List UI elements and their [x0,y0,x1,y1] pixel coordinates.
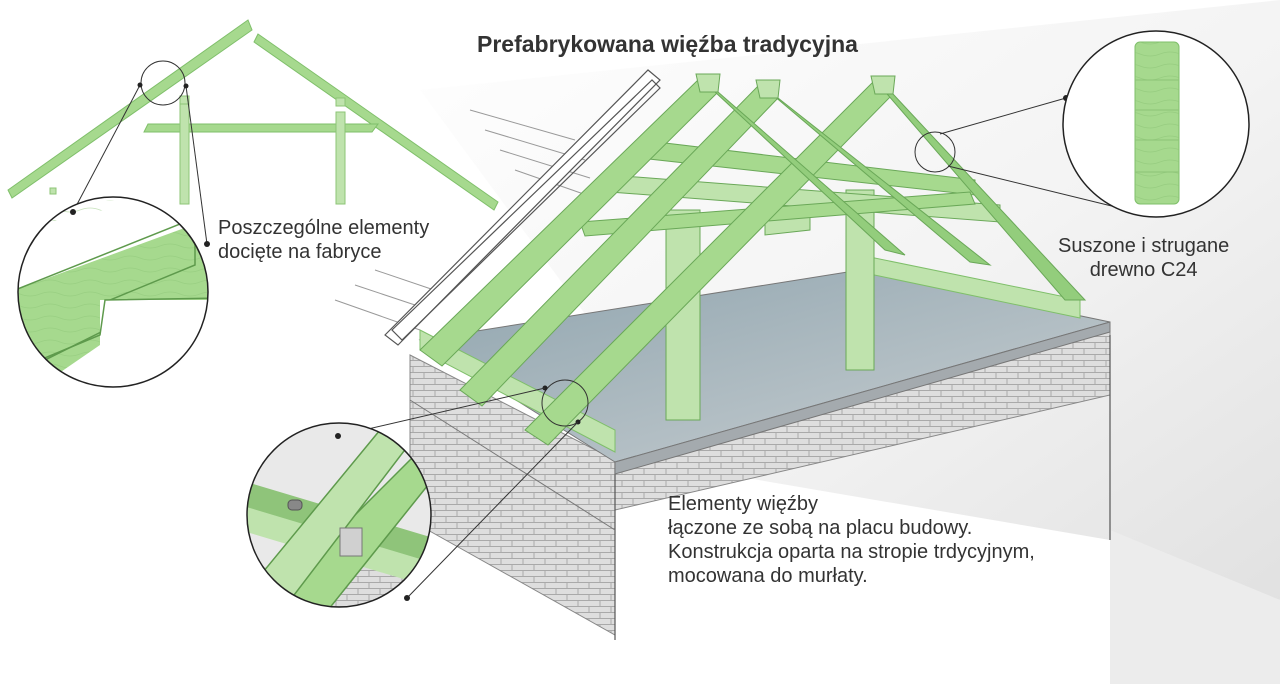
callout-joint [337,379,589,599]
label-site-line-3: Konstrukcja oparta na stropie trdycyjnym… [668,541,1035,563]
trusses [419,73,1087,446]
label-site-line-4: mocowana do murłaty. [668,565,868,587]
label-site-line-1: Elementy więźby [668,493,819,515]
label-timber-line-1: Suszone i strugane [1058,235,1230,257]
label-site-assembly: Elementy więźby łączone ze sobą na placu… [668,492,1035,588]
truss-elements-cut [7,19,499,245]
zoom-circle-timber [1062,30,1250,218]
label-site-line-2: łączone ze sobą na placu budowy. [668,517,973,539]
building [409,254,1111,640]
truss-outline [384,69,661,346]
label-factory-cut-line-1: Poszczególne elementy [218,217,430,239]
label-timber: Suszone i strugane drewno C24 [1058,234,1229,282]
label-timber-line-2: drewno C24 [1089,259,1198,281]
label-factory-cut: Poszczególne elementy docięte na fabryce [218,216,429,264]
label-factory-cut-line-2: docięte na fabryce [218,241,382,263]
diagram-title: Prefabrykowana więźba tradycyjna [477,31,858,57]
